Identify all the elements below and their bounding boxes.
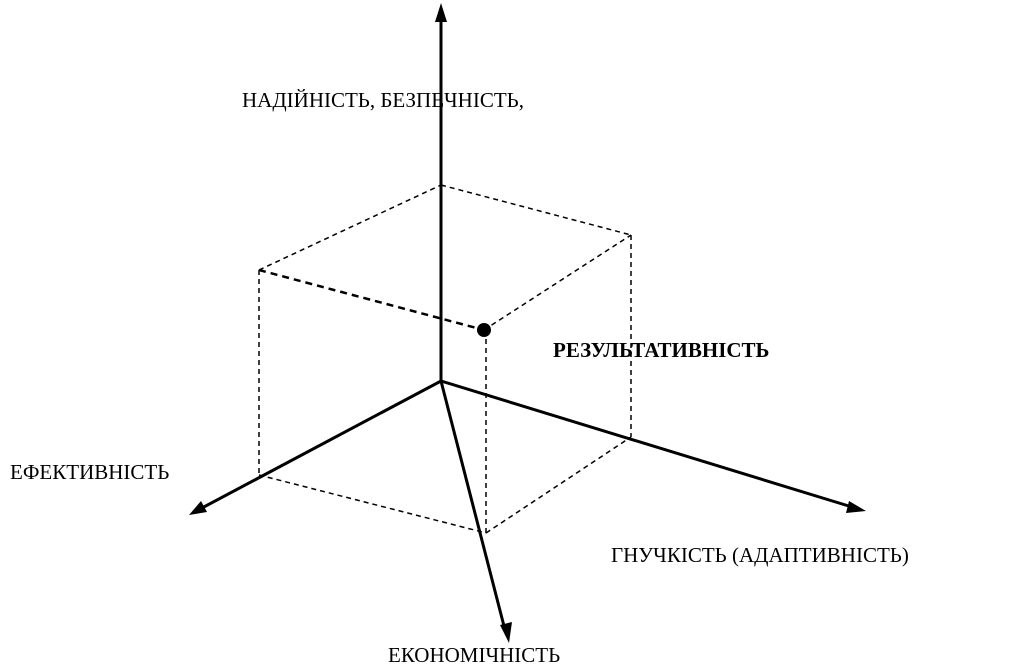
label-vertical-axis: НАДІЙНІСТЬ, БЕЗПЕЧНІСТЬ,	[242, 88, 524, 112]
box-edge-top-right	[440, 184, 632, 236]
axis-front-arrow-icon	[500, 622, 512, 643]
result-point-icon	[477, 323, 491, 337]
box-edge-bottom-left	[258, 474, 487, 534]
label-front-axis: ЕКОНОМІЧНІСТЬ	[388, 643, 560, 666]
dashed-box	[258, 184, 632, 534]
axes	[189, 3, 866, 643]
box-edge-top-left	[258, 184, 442, 271]
box-edge-bottom-right	[485, 436, 632, 534]
box-edge-top-back-left	[258, 268, 485, 332]
axis-right	[440, 379, 853, 509]
axis-left-arrow-icon	[189, 501, 207, 515]
axis-vertical-arrow-icon	[435, 3, 447, 22]
box-edge-top-back-right	[483, 234, 632, 331]
label-result: РЕЗУЛЬТАТИВНІСТЬ	[553, 338, 769, 362]
axis-left	[201, 379, 442, 510]
label-right-axis: ГНУЧКІСТЬ (АДАПТИВНІСТЬ)	[611, 543, 909, 567]
label-left-axis: ЕФЕКТИВНІСТЬ	[10, 460, 169, 484]
axis-front	[439, 380, 507, 631]
axis-right-arrow-icon	[846, 501, 866, 513]
